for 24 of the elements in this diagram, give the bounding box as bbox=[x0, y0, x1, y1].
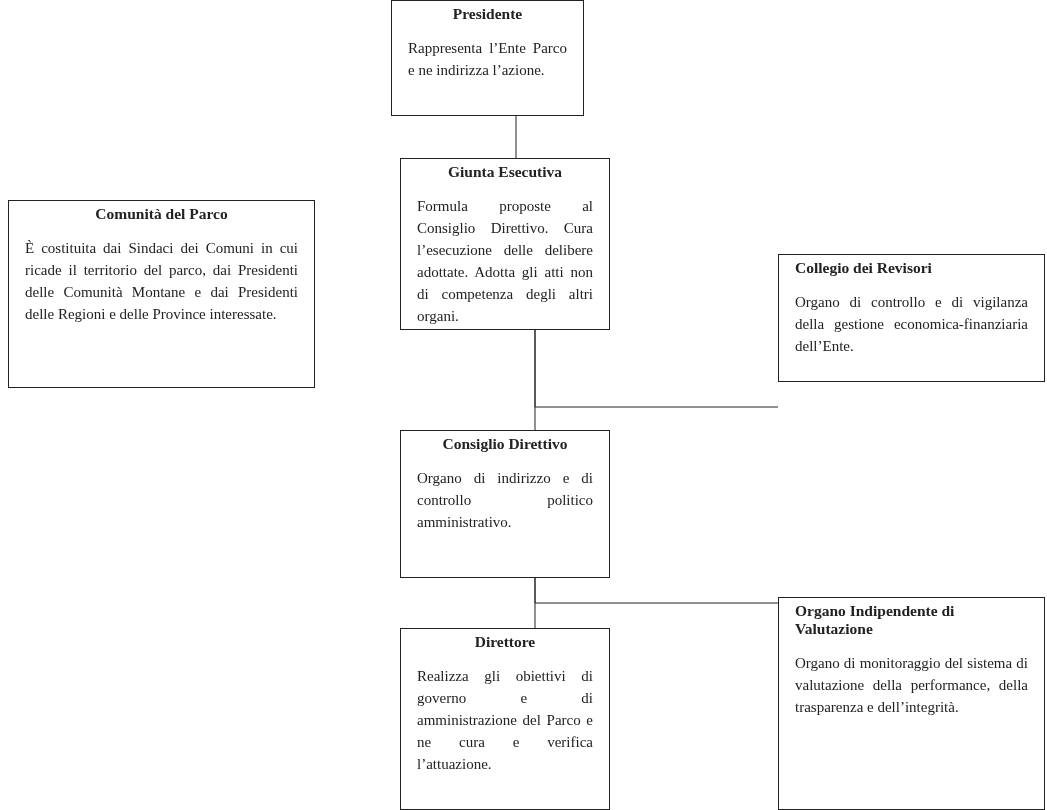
box-title: Consiglio Direttivo bbox=[441, 435, 569, 453]
box-description: Rappresenta l’Ente Parco e ne indirizza l’azione. bbox=[408, 39, 567, 80]
org-box bbox=[400, 158, 610, 330]
box-title: Collegio dei Revisori bbox=[795, 259, 933, 277]
box-description: È costituita dai Sindaci dei Comuni in cui ricade il territorio del parco, dai Presidenti delle Comunità Montane e dai Presidenti delle Regioni e delle Province interessate. bbox=[25, 239, 298, 324]
box-description: Organo di controllo e di vigilanza della gestione economica-finanziaria dell’Ente. bbox=[795, 293, 1028, 356]
box-description: Organo di monitoraggio del sistema di valutazione della performance, della trasparenza e dell’integrità. bbox=[795, 654, 1028, 717]
org-box bbox=[8, 200, 315, 388]
org-box bbox=[400, 628, 610, 810]
org-box bbox=[400, 430, 610, 578]
connector-line bbox=[515, 115, 517, 159]
box-title: Organo Indipendente di Valutazione bbox=[795, 602, 956, 638]
box-description: Realizza gli obiettivi di governo e di amministrazione del Parco e ne cura e verifica l’attuazione. bbox=[417, 667, 593, 774]
box-description: Formula proposte al Consiglio Direttivo. Cura l’esecuzione delle delibere adottate. Adotta gli atti non di competenza degli altri organi. bbox=[417, 197, 593, 326]
box-title: Presidente bbox=[451, 5, 524, 23]
connector-line bbox=[534, 329, 779, 408]
box-title: Comunità del Parco bbox=[94, 205, 229, 223]
box-title: Direttore bbox=[473, 633, 537, 651]
connector-line bbox=[534, 577, 779, 604]
org-box bbox=[778, 597, 1045, 810]
org-box bbox=[391, 0, 584, 116]
box-description: Organo di indirizzo e di controllo politico amministrativo. bbox=[417, 469, 593, 532]
org-box bbox=[778, 254, 1045, 382]
box-title: Giunta Esecutiva bbox=[446, 163, 564, 181]
